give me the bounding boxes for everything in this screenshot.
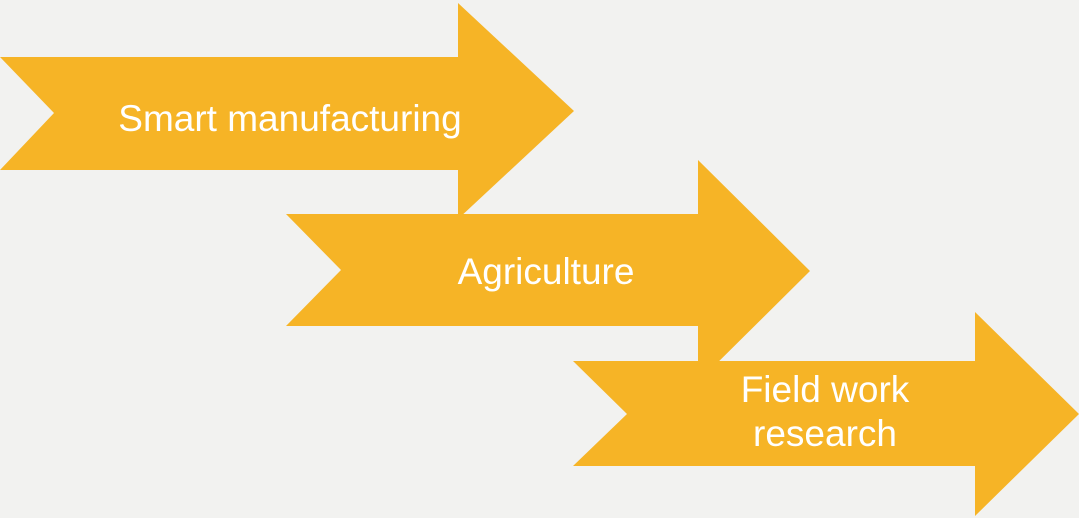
arrow-shape-field-work-research bbox=[573, 312, 1079, 516]
arrow-label-smart-manufacturing: Smart manufacturing bbox=[70, 97, 510, 141]
arrow-label-line: Agriculture bbox=[457, 251, 635, 292]
arrow-label-line: Smart manufacturing bbox=[118, 98, 462, 139]
arrow-label-line: Field work bbox=[740, 369, 910, 410]
arrow-label-field-work-research: Field work research bbox=[700, 368, 950, 456]
arrow-label-agriculture: Agriculture bbox=[386, 250, 706, 294]
arrow-shape-smart-manufacturing bbox=[0, 3, 574, 219]
arrow-label-line: research bbox=[753, 413, 897, 454]
arrow-shape-agriculture bbox=[286, 160, 810, 382]
